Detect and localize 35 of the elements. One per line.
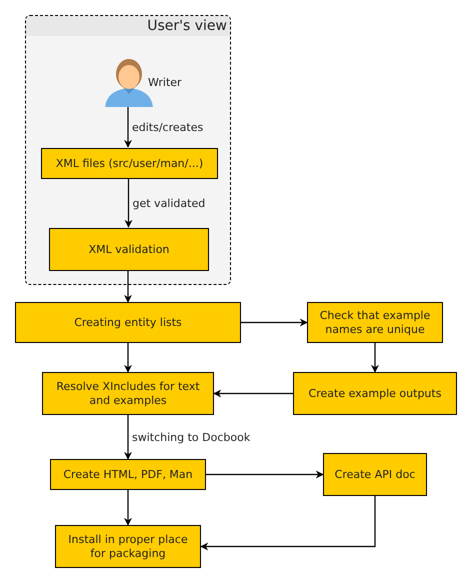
box-label: XML files (src/user/man/...) xyxy=(56,156,204,170)
arrow xyxy=(124,415,132,460)
arrow xyxy=(124,490,132,526)
box-label: Check that example names are unique xyxy=(318,308,432,336)
arrow xyxy=(371,343,379,373)
arrow xyxy=(124,343,132,373)
box-label: Create API doc xyxy=(334,468,416,482)
process-box xyxy=(323,453,427,496)
edge-label: edits/creates xyxy=(131,121,204,134)
process-box xyxy=(49,228,209,271)
process-box xyxy=(307,302,443,343)
arrow xyxy=(241,318,308,326)
edge-label: switching to Docbook xyxy=(131,431,252,444)
process-box xyxy=(15,302,241,343)
box-label: Creating entity lists xyxy=(74,316,182,330)
group-title: User's view xyxy=(147,17,227,35)
arrow xyxy=(124,107,132,148)
person-label: Writer xyxy=(148,76,182,89)
box-label: XML validation xyxy=(88,242,170,256)
process-box xyxy=(55,525,201,568)
group-frame xyxy=(25,15,231,285)
edge-label: get validated xyxy=(132,196,206,210)
arrow xyxy=(213,390,293,398)
box-label: Resolve XIncludes for text and examples xyxy=(55,380,201,408)
process-box xyxy=(41,148,218,179)
arrow xyxy=(206,470,324,478)
process-box xyxy=(42,372,214,415)
arrow xyxy=(124,178,132,228)
process-box xyxy=(50,459,206,490)
process-box xyxy=(293,372,457,415)
box-label: Install in proper place for packaging xyxy=(67,532,189,560)
arrow xyxy=(124,270,132,303)
arrow xyxy=(200,496,376,550)
box-label: Create HTML, PDF, Man xyxy=(63,468,193,482)
box-label: Create example outputs xyxy=(308,386,442,400)
